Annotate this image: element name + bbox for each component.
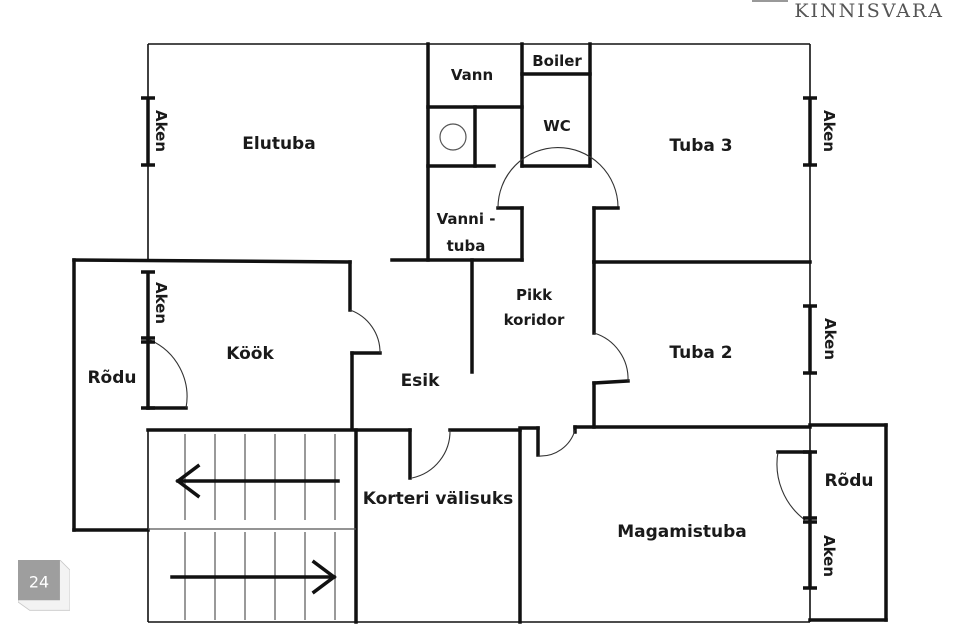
window-label-tuba3: Aken	[820, 110, 838, 152]
staircase	[148, 434, 356, 620]
room-label-kook: Köök	[226, 344, 274, 364]
room-label-pikk-koridor-line1: Pikk	[516, 286, 553, 304]
room-label-wc: WC	[543, 117, 571, 135]
window-label-magamistuba: Aken	[820, 535, 838, 577]
room-label-esik: Esik	[401, 371, 441, 391]
bedroom-walls	[573, 206, 812, 429]
room-label-tuba2: Tuba 2	[669, 343, 732, 363]
window-label-elutuba: Aken	[152, 110, 170, 152]
page-number: 24	[29, 573, 49, 592]
room-label-magamistuba: Magamistuba	[617, 522, 747, 542]
room-label-vannituba-line2: tuba	[447, 237, 486, 255]
page-number-badge: 24	[18, 560, 70, 611]
room-label-valisuks: Korteri välisuks	[363, 489, 514, 509]
room-label-vannituba-line1: Vanni -	[437, 210, 496, 228]
balcony-door-swing-right	[776, 451, 806, 521]
room-label-elutuba: Elutuba	[242, 134, 315, 154]
window-tuba3	[803, 96, 817, 167]
room-label-rodu-right: Rõdu	[824, 471, 873, 491]
window-tuba2	[803, 304, 817, 375]
window-label-kook: Aken	[152, 282, 170, 324]
room-label-pikk-koridor-line2: koridor	[504, 311, 565, 329]
brand-underline	[752, 0, 788, 2]
kitchen-door-swing	[349, 309, 381, 354]
shower-drain-icon	[439, 123, 467, 151]
brand-logo: KINNISVARA	[794, 0, 944, 22]
bedroom-door-swing	[537, 429, 576, 457]
room-label-vann: Vann	[451, 66, 493, 84]
stair-arrow-right-icon	[170, 559, 337, 595]
room-label-rodu-left: Rõdu	[87, 368, 136, 388]
room-label-boiler: Boiler	[532, 52, 582, 70]
room-label-tuba3: Tuba 3	[669, 136, 732, 156]
wc-door-swing	[497, 146, 619, 209]
window-magamistuba	[803, 450, 817, 590]
balcony-door-swing-left	[149, 339, 188, 409]
window-kook	[141, 270, 155, 410]
stair-arrow-left-icon	[175, 463, 340, 499]
corridor-walls	[354, 425, 577, 624]
entrance-door-swing	[411, 429, 451, 479]
tuba2-door-swing	[593, 332, 629, 382]
bathroom-walls	[390, 42, 592, 374]
window-elutuba	[141, 96, 155, 167]
right-balcony-walls	[776, 423, 888, 622]
kitchen-walls	[72, 258, 522, 532]
window-label-tuba2: Aken	[821, 318, 839, 360]
